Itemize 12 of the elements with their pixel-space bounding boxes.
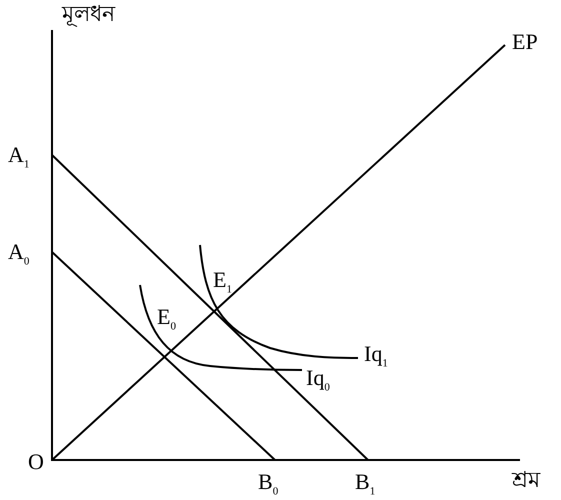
curve-label: Iq$_{0}$	[306, 366, 330, 396]
point-label: B$_{1}$	[355, 470, 376, 500]
point-label: E$_{1}$	[213, 268, 232, 298]
line-label: EP	[512, 30, 538, 54]
point-label: E$_{0}$	[157, 305, 176, 334]
point-label: A$_{0}$	[8, 240, 30, 270]
curve-label: Iq$_{1}$	[364, 342, 388, 372]
axis-label: শ্রম	[512, 468, 540, 492]
point-label: B$_{0}$	[258, 470, 278, 500]
axis-label: মূলধন	[62, 2, 115, 26]
point-label: A$_{1}$	[8, 143, 30, 172]
origin-label: O	[28, 450, 44, 474]
